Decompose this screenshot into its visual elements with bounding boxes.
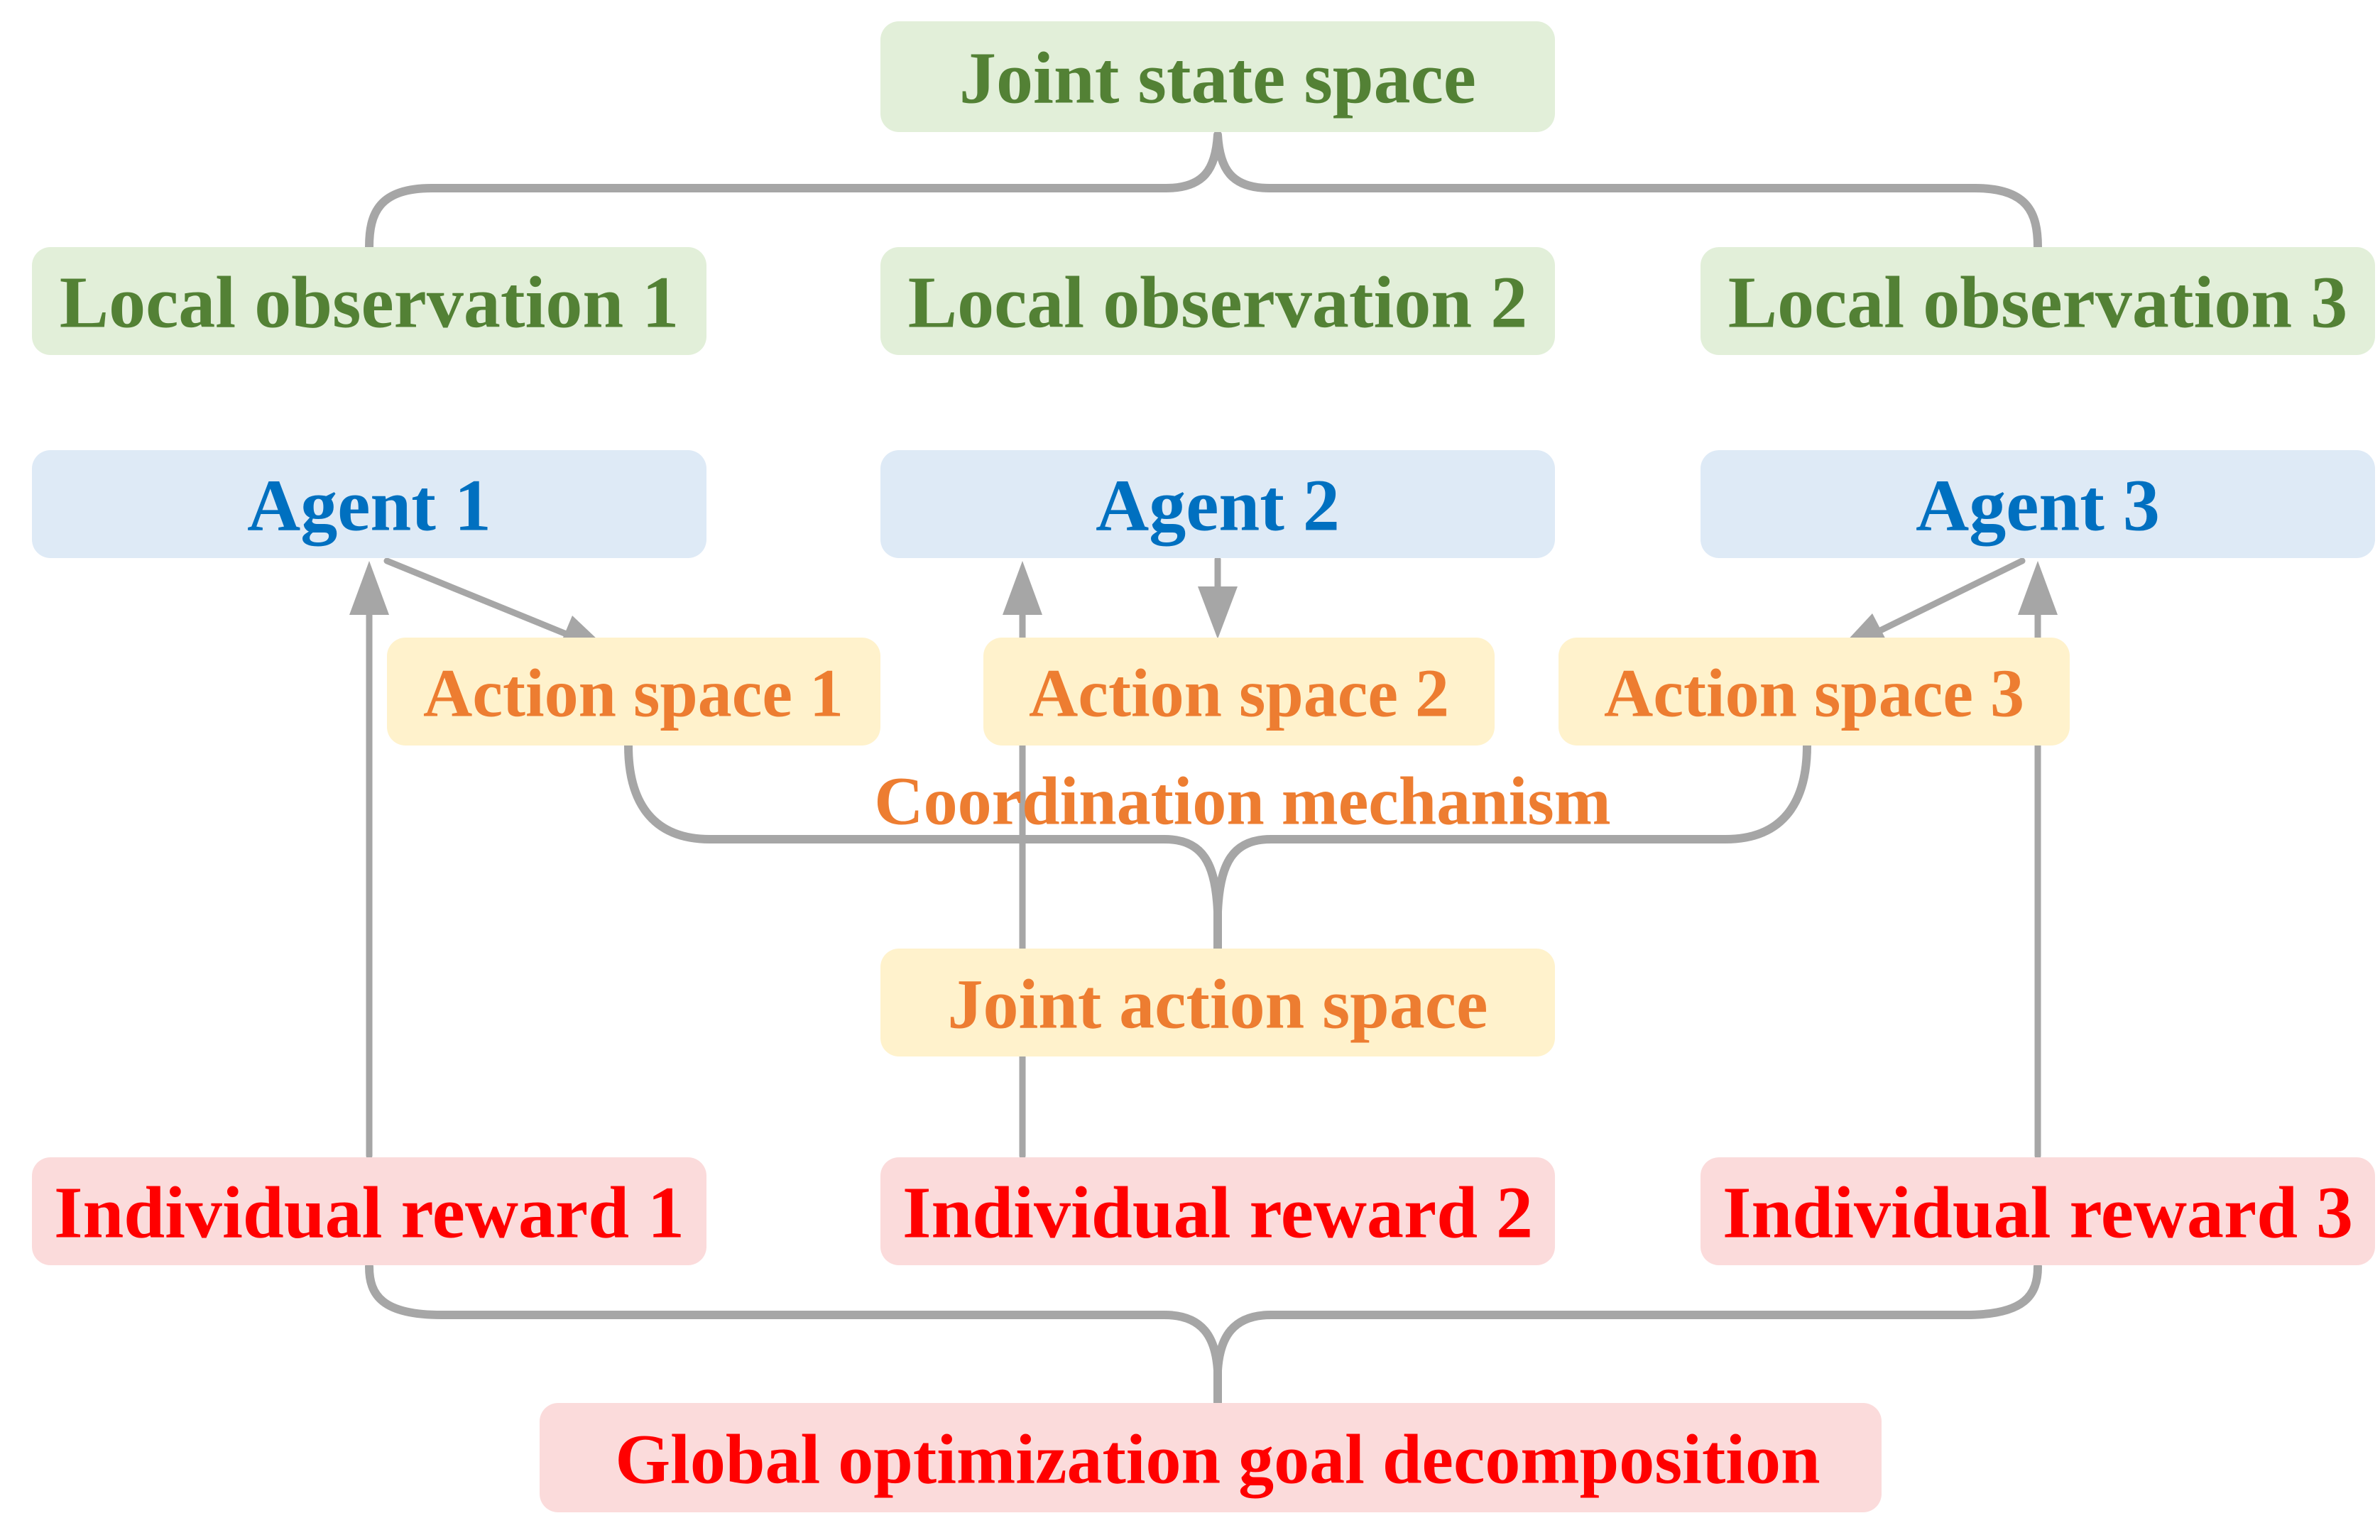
node-rect (32, 1157, 706, 1265)
node-rect (983, 638, 1495, 746)
node-rect (32, 247, 706, 355)
brace-rewards-to-global-goal (365, 1262, 2042, 1407)
brace-action-spaces-to-joint-action (624, 741, 1811, 953)
connector-layer (349, 131, 2058, 1407)
action-space-3-label: Action space 3 (1604, 655, 2024, 731)
local-observation-3-label: Local observation 3 (1728, 262, 2347, 344)
joint-state-space-label: Joint state space (959, 38, 1476, 119)
individual-reward-1-label: Individual reward 1 (54, 1172, 684, 1254)
joint-state-space-box: Joint state space (880, 21, 1555, 132)
local-observation-2-box: Local observation 2 (880, 247, 1555, 355)
node-rect (1701, 247, 2375, 355)
global-goal-label: Global optimization goal decomposition (615, 1420, 1820, 1499)
brace-joint-state-to-observations (365, 131, 2042, 251)
node-rect (880, 949, 1555, 1056)
action-space-2-label: Action space 2 (1029, 655, 1449, 731)
individual-reward-3-label: Individual reward 3 (1723, 1172, 2353, 1254)
node-rect (1559, 638, 2070, 746)
agent-3-label: Agent 3 (1916, 465, 2160, 547)
arrow-line (1871, 557, 2026, 637)
node-rect (1701, 450, 2375, 558)
agent-1-label: Agent 1 (247, 465, 491, 547)
action-space-1-box: Action space 1 (387, 638, 880, 746)
node-layer: Joint state space Local observation 1 Lo… (32, 21, 2375, 1512)
local-observation-2-label: Local observation 2 (908, 262, 1527, 344)
joint-action-space-label: Joint action space (947, 965, 1488, 1044)
action-space-2-box: Action space 2 (983, 638, 1495, 746)
local-observation-1-label: Local observation 1 (60, 262, 679, 344)
global-goal-box: Global optimization goal decomposition (540, 1403, 1882, 1512)
node-rect (880, 450, 1555, 558)
agent-2-box: Agent 2 (880, 450, 1555, 558)
node-rect (32, 450, 706, 558)
arrowhead-down-icon (1198, 586, 1238, 639)
arrow-agent2-to-action-space2 (1198, 556, 1238, 639)
local-observation-3-box: Local observation 3 (1701, 247, 2375, 355)
individual-reward-1-box: Individual reward 1 (32, 1157, 706, 1265)
agent-2-label: Agent 2 (1096, 465, 1340, 547)
individual-reward-2-box: Individual reward 2 (880, 1157, 1555, 1265)
arrow-line (383, 557, 572, 638)
action-space-1-label: Action space 1 (423, 655, 844, 731)
node-rect (880, 247, 1555, 355)
node-rect (387, 638, 880, 746)
node-rect (1701, 1157, 2375, 1265)
node-rect (540, 1403, 1882, 1512)
agent-1-box: Agent 1 (32, 450, 706, 558)
arrowhead-up-icon (349, 561, 389, 615)
arrowhead-up-icon (1003, 561, 1042, 615)
node-rect (880, 1157, 1555, 1265)
node-rect (880, 21, 1555, 132)
coordination-mechanism-label: Coordination mechanism (874, 763, 1610, 839)
individual-reward-2-label: Individual reward 2 (902, 1172, 1533, 1254)
agent-3-box: Agent 3 (1701, 450, 2375, 558)
arrow-reward1-to-agent1 (349, 561, 389, 1159)
action-space-3-box: Action space 3 (1559, 638, 2070, 746)
arrowhead-up-icon (2018, 561, 2058, 615)
local-observation-1-box: Local observation 1 (32, 247, 706, 355)
individual-reward-3-box: Individual reward 3 (1701, 1157, 2375, 1265)
joint-action-space-box: Joint action space (880, 949, 1555, 1056)
